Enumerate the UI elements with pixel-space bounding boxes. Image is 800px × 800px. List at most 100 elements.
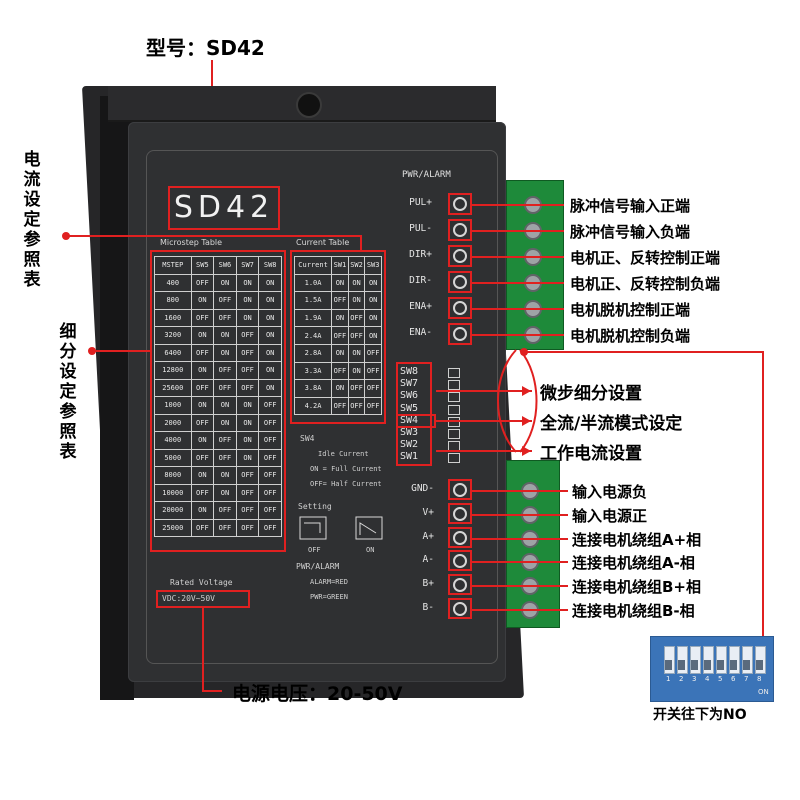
current-reference-char: 照: [23, 250, 41, 270]
microstep-table-cell: ON: [213, 273, 237, 292]
dip-switch-label: SW2: [400, 439, 419, 451]
microstep-table-cell: OFF: [190, 413, 215, 432]
dip-switch-label: SW1: [400, 451, 419, 463]
dip-switch-toggle[interactable]: [448, 368, 460, 378]
power-callout-text: 连接电机绕组B+相: [572, 578, 702, 597]
rated-voltage-highlight: [156, 590, 250, 608]
microstep-reference-char: 照: [59, 422, 77, 442]
power-callout-line: [472, 513, 568, 516]
signal-callout-line: [472, 334, 564, 336]
power-pin-highlight: [448, 526, 472, 548]
current-table-cell: 2.8A: [293, 343, 333, 363]
dip-inset-switch-lever: [743, 660, 750, 670]
power-pin-pad-icon: [453, 602, 467, 616]
dip-inset-number: 4: [705, 675, 710, 683]
current-table-cell: OFF: [347, 379, 366, 398]
microstep-table-cell: ON: [235, 273, 260, 292]
microstep-table-cell: 800: [154, 291, 192, 310]
microstep-table-cell: OFF: [258, 431, 282, 450]
arrow-right-icon: [522, 386, 531, 396]
current-table-cell: 2.4A: [293, 326, 333, 345]
power-callout-line: [472, 490, 568, 492]
signal-callout-text: 电机脱机控制负端: [570, 327, 691, 345]
dip-switch-label: SW8: [400, 366, 419, 377]
dip-switch-toggle[interactable]: [448, 392, 460, 403]
microstep-reference-char: 细: [59, 322, 77, 342]
microstep-table-cell: ON: [213, 343, 237, 362]
dip-inset-note: 开关往下为NO: [653, 707, 747, 723]
current-table-cell: OFF: [364, 343, 382, 363]
pwr-alarm-title: PWR/ALARM: [296, 562, 340, 571]
microstep-table-cell: ON: [213, 396, 237, 415]
microstep-table-cell: 400: [154, 273, 192, 292]
dip-switch-label: SW3: [400, 427, 419, 438]
current-table-cell: ON: [347, 361, 366, 381]
microstep-table-cell: OFF: [190, 273, 215, 292]
microstep-table-cell: OFF: [235, 518, 260, 537]
alarm-color-note: ALARM=RED: [310, 578, 348, 586]
current-table-cell: 4.2A: [293, 396, 333, 416]
signal-pin-label: DIR-: [409, 275, 432, 286]
microstep-table-cell: OFF: [190, 378, 215, 397]
power-callout-line: [472, 537, 568, 540]
microstep-table-cell: OFF: [213, 518, 237, 537]
microstep-table-cell: 5000: [154, 448, 192, 467]
current-table-cell: ON: [364, 273, 382, 293]
sw4-title: SW4: [300, 434, 315, 443]
microstep-table-cell: OFF: [258, 413, 282, 432]
current-reference-char: 参: [23, 230, 41, 250]
current-table-cell: 3.8A: [293, 379, 333, 398]
power-callout-line: [472, 609, 568, 611]
signal-pin-label: ENA+: [409, 301, 432, 312]
dip-switch-toggle[interactable]: [448, 429, 460, 439]
microstep-reference-char: 参: [59, 402, 77, 422]
microstep-table-header-cell: MSTEP: [154, 256, 192, 275]
microstep-table-cell: 25600: [154, 378, 192, 397]
signal-pin-highlight: [448, 323, 472, 345]
arrow-right-icon: [522, 416, 531, 426]
mount-screw-icon: [296, 92, 322, 118]
current-table-header-cell: SW2: [347, 256, 366, 275]
power-pin-pad-icon: [453, 506, 467, 521]
dip-switch-toggle[interactable]: [448, 453, 460, 464]
microstep-table-cell: OFF: [213, 361, 237, 380]
setting-on-label: ON: [366, 546, 375, 554]
current-table-cell: OFF: [331, 291, 349, 310]
microstep-table-cell: 12800: [154, 361, 192, 380]
current-table-highlight: [290, 250, 386, 424]
microstep-table-cell: OFF: [213, 291, 237, 310]
current-table-cell: ON: [331, 343, 349, 363]
signal-pin-highlight: [448, 297, 472, 319]
microstep-table-cell: 10000: [154, 483, 192, 502]
dip-switch-toggle[interactable]: [448, 404, 460, 415]
current-reference-char: 表: [23, 270, 41, 290]
microstep-table-cell: 8000: [154, 466, 192, 485]
signal-pin-pad-icon: [453, 223, 467, 237]
dip-inset-switch-lever: [730, 660, 737, 670]
microstep-table-cell: OFF: [190, 448, 215, 467]
pwr-alarm-top-label: PWR/ALARM: [402, 170, 451, 180]
current-table-title: Current Table: [296, 238, 350, 247]
microstep-table-cell: ON: [213, 466, 237, 485]
microstep-table-cell: ON: [235, 396, 260, 415]
dip-callout-text: 工作电流设置: [540, 444, 642, 464]
microstep-table-cell: OFF: [258, 483, 282, 502]
microstep-table-cell: ON: [235, 448, 260, 467]
dip-switch-toggle[interactable]: [448, 380, 460, 391]
current-reference-char: 设: [23, 190, 41, 210]
microstep-table-cell: 1000: [154, 396, 192, 415]
microstep-table-cell: OFF: [190, 518, 215, 537]
current-table-cell: OFF: [347, 396, 366, 416]
dip-inset-number: 2: [679, 675, 684, 683]
power-pin-label: V+: [422, 506, 434, 518]
power-pin-pad-icon: [453, 483, 467, 497]
current-table-cell: ON: [347, 291, 366, 310]
pwr-color-note: PWR=GREEN: [310, 593, 348, 601]
